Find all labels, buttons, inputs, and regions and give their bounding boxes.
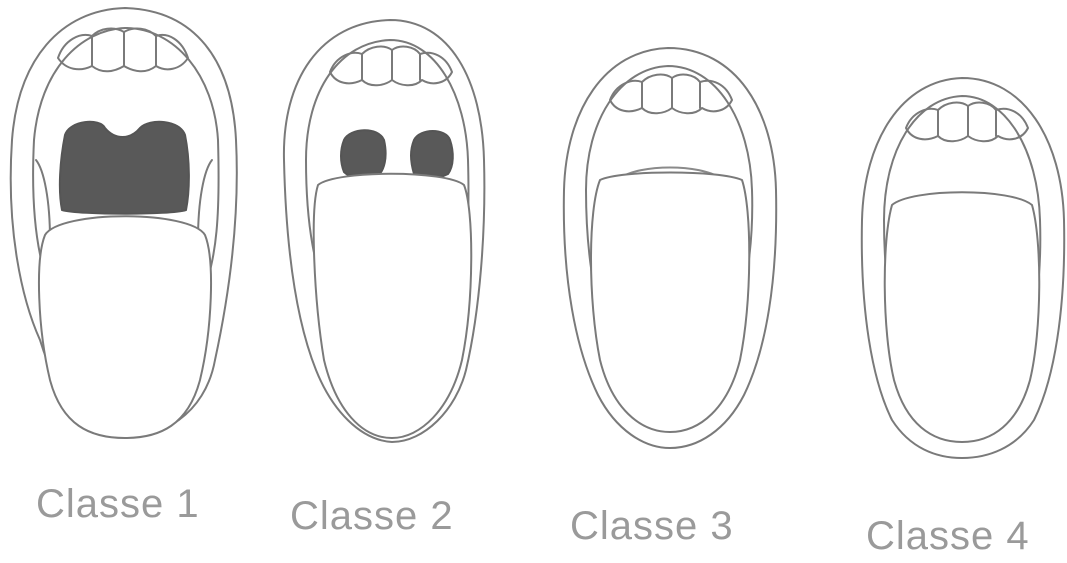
mouth-class-3 (564, 48, 776, 448)
mouth-class-1 (11, 8, 237, 438)
label-class-4: Classe 4 (866, 516, 1030, 556)
mouth-class-4 (862, 78, 1064, 458)
pillar-right-class-1 (198, 160, 212, 240)
label-class-3: Classe 3 (570, 506, 734, 546)
pillar-left-class-1 (36, 160, 50, 240)
label-class-2: Classe 2 (290, 496, 454, 536)
tongue-class-2 (314, 174, 472, 438)
mouth-class-2 (284, 20, 484, 442)
tongue-class-3 (591, 173, 749, 433)
tongue-class-1 (39, 216, 211, 438)
uvula-class-1 (60, 122, 189, 214)
tonsil-left-class-2 (341, 130, 386, 178)
tonsil-right-class-2 (411, 131, 453, 179)
tongue-class-4 (885, 192, 1040, 442)
label-class-1: Classe 1 (36, 484, 200, 524)
